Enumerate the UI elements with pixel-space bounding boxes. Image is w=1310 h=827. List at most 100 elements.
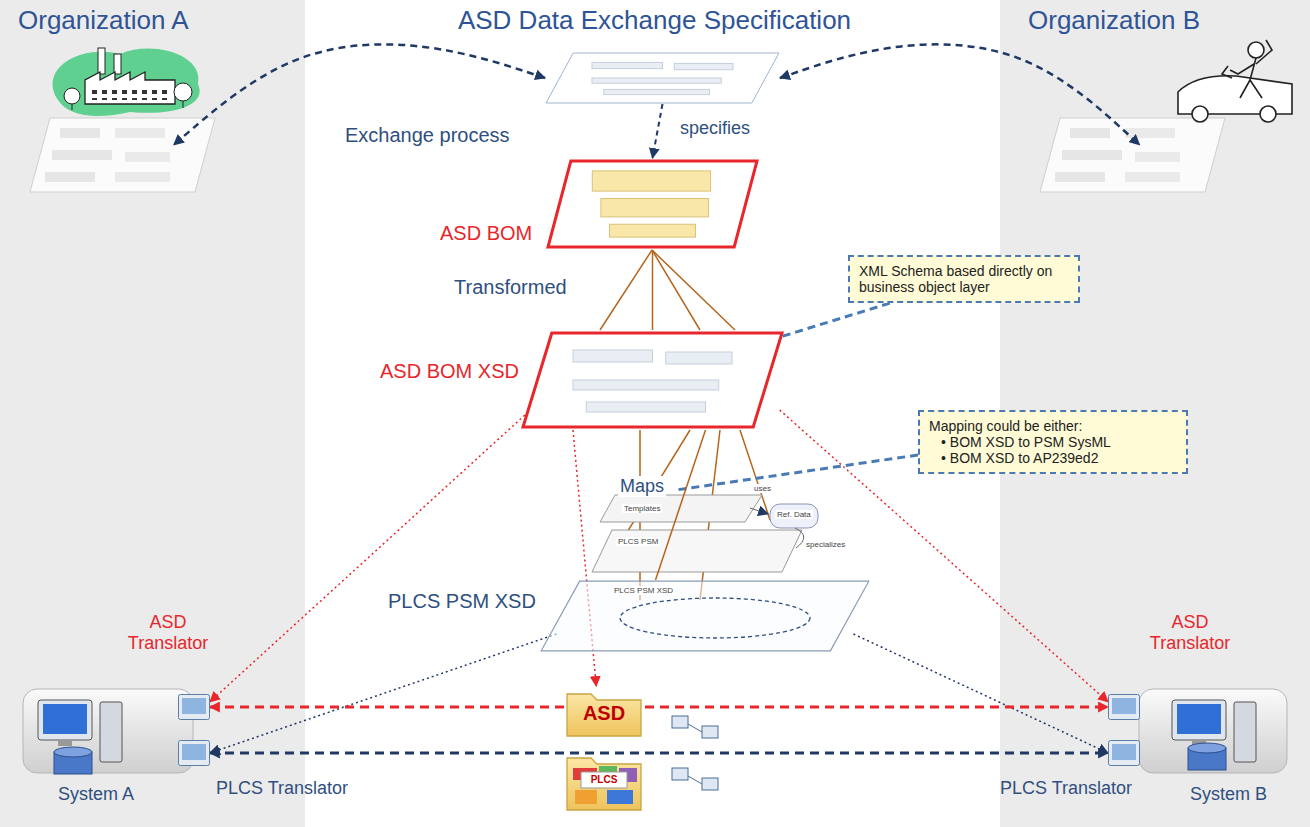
tiny-label: specializes <box>804 540 847 549</box>
computer-icon <box>54 752 92 774</box>
connector <box>764 303 890 342</box>
factory-icon <box>72 104 73 110</box>
node-label: System B <box>1190 784 1267 805</box>
schema-layer: ASD BOM XSD <box>520 330 785 430</box>
factory-icon <box>114 54 121 74</box>
document-sheet <box>1040 118 1225 192</box>
callout-leader <box>676 455 918 490</box>
network-icon <box>672 768 688 780</box>
connector-fan <box>652 250 735 330</box>
computer-icon <box>1188 743 1226 753</box>
callout-box: Mapping could be either:• BOM XSD to PSM… <box>918 410 1188 474</box>
mapping-templates <box>795 528 804 548</box>
node-label: ASD BOM XSD <box>380 360 519 383</box>
document-sheet <box>30 118 215 192</box>
file-folder: ASD <box>565 686 643 738</box>
factory-icon <box>183 101 184 108</box>
schema-layer-outline <box>540 580 870 652</box>
document-sheet <box>1070 128 1110 138</box>
connector <box>652 250 654 330</box>
factory-icon <box>53 48 200 116</box>
computer-icon <box>38 700 92 740</box>
computer-icon <box>100 702 122 762</box>
document-sheet <box>115 128 165 138</box>
node-label: ASD <box>565 702 643 725</box>
callout-box: XML Schema based directly on business ob… <box>848 255 1080 303</box>
system-box: System BASD TranslatorPLCS Translator <box>1138 688 1288 774</box>
document-sheet <box>1125 128 1175 138</box>
connector <box>653 104 663 158</box>
worker-icon <box>1192 106 1208 122</box>
translator-box-outline <box>1108 740 1140 766</box>
mapping-templates <box>750 508 768 514</box>
network-icon <box>688 776 702 784</box>
schema-layer: PLCS PSM XSD <box>540 580 870 652</box>
document-sheet <box>60 128 100 138</box>
diagram-title: ASD Data Exchange Specification <box>305 6 1004 36</box>
mapping-templates <box>592 530 802 572</box>
document-sheet <box>52 150 112 160</box>
callout-text: • BOM XSD to AP239ed2 <box>929 450 1177 466</box>
network-icon <box>702 726 718 738</box>
file-folder: PLCS <box>565 750 643 812</box>
computer-icon <box>54 747 92 757</box>
mapping-templates <box>600 495 762 522</box>
tiny-label: uses <box>752 484 773 493</box>
translator-box-outline <box>1108 694 1140 720</box>
translator-box: ASD Translator <box>178 694 210 720</box>
computer-icon <box>1172 700 1256 770</box>
model-layer-outline <box>545 158 760 250</box>
edge-label: Maps <box>618 476 666 497</box>
computer-icon <box>58 740 72 746</box>
node-label: ASD Translator <box>118 612 218 653</box>
node-label: Exchange process <box>345 124 510 147</box>
network-icon <box>702 778 718 790</box>
node-label: System A <box>58 784 134 805</box>
document-sheet <box>1062 150 1122 160</box>
computer-icon <box>1234 702 1256 762</box>
computer-icon <box>43 704 87 734</box>
translator-box: PLCS Translator <box>178 740 210 766</box>
worker-icon <box>1248 42 1264 58</box>
computer-icon <box>1192 740 1206 746</box>
connector-fan <box>600 250 652 330</box>
document-sheet <box>1125 172 1180 182</box>
document-sheet <box>125 152 170 162</box>
factory-icon <box>174 83 192 101</box>
node-label: Organization A <box>18 6 189 36</box>
translator-box-outline <box>178 740 210 766</box>
tiny-label: Templates <box>622 504 662 513</box>
dashed-region <box>620 598 810 638</box>
tiny-label: PLCS PSM <box>616 537 660 546</box>
factory-icon <box>90 86 170 100</box>
mapping-templates <box>592 495 818 572</box>
document-sheet <box>1040 118 1225 192</box>
process-sheet-outline <box>545 52 780 104</box>
translator-box: ASD Translator <box>1108 694 1140 720</box>
node-label: ASD BOM <box>440 222 532 245</box>
computer-icon <box>1177 704 1221 734</box>
connector <box>210 706 1108 709</box>
node-label: ASD Translator <box>1140 612 1240 653</box>
system-box-outline <box>22 688 194 774</box>
connector <box>210 752 1108 755</box>
connector <box>656 430 706 580</box>
node-label: PLCS PSM XSD <box>388 590 536 613</box>
factory-icon <box>64 88 80 104</box>
factory-icon <box>85 72 175 104</box>
document-sheet <box>1055 172 1105 182</box>
edge-label: specifies <box>678 118 752 139</box>
node-label: PLCS <box>565 774 643 786</box>
network-icon <box>672 716 688 728</box>
network-icon <box>688 724 702 732</box>
translator-box-outline <box>178 694 210 720</box>
factory-icon <box>98 48 105 74</box>
mapping-templates <box>770 504 818 528</box>
document-sheet <box>115 172 170 182</box>
computer-icon <box>38 700 122 774</box>
computer-icon <box>1188 748 1226 770</box>
document-sheet <box>45 172 95 182</box>
node-label: PLCS Translator <box>216 778 348 799</box>
callout-text: XML Schema based directly on business ob… <box>859 263 1069 295</box>
computer-icon <box>1172 700 1226 740</box>
